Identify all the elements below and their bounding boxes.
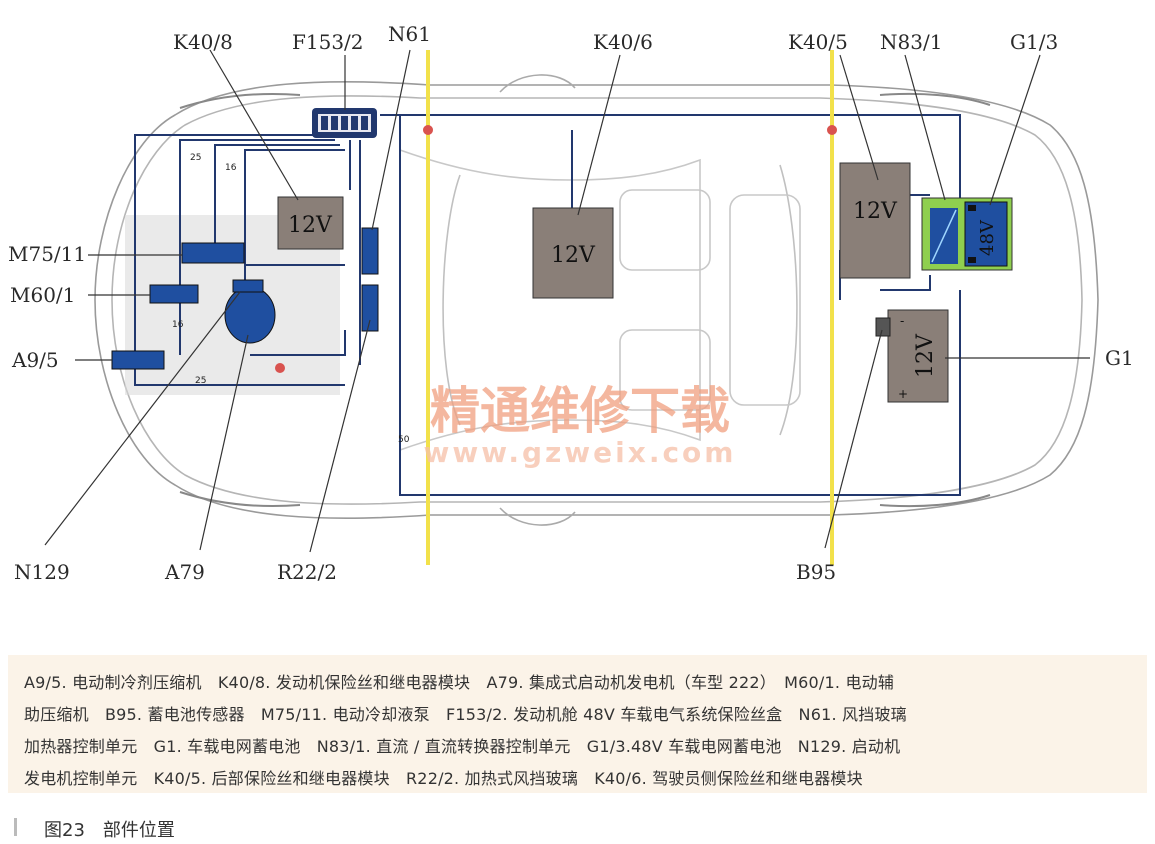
module-n61 xyxy=(361,227,379,275)
watermark: 精通维修下载 www.gzweix.com xyxy=(424,382,737,469)
svg-text:精通维修下载: 精通维修下载 xyxy=(430,382,730,440)
module-k40-8: 12V xyxy=(277,196,344,250)
wire-number: 16 xyxy=(225,163,237,173)
connection-point xyxy=(423,125,433,135)
svg-text:12V: 12V xyxy=(551,243,596,268)
label-k40-8: K40/8 xyxy=(173,30,233,54)
car-outline xyxy=(94,74,1099,526)
module-a9-5 xyxy=(111,350,165,370)
module-r22-2 xyxy=(361,284,379,332)
module-k40-6: 12V xyxy=(532,207,614,299)
leader-lines xyxy=(44,49,1090,553)
svg-text:+: + xyxy=(898,387,908,401)
label-r22-2: R22/2 xyxy=(277,560,337,584)
label-m60-1: M60/1 xyxy=(10,283,76,307)
svg-text:www.gzweix.com: www.gzweix.com xyxy=(424,436,737,469)
module-m75-11 xyxy=(181,242,245,264)
module-k40-5: 12V xyxy=(839,162,911,279)
label-g1: G1 xyxy=(1105,346,1134,370)
svg-text:-: - xyxy=(900,314,904,328)
label-m75-11: M75/11 xyxy=(8,242,87,266)
label-n61: N61 xyxy=(388,22,431,46)
label-f153-2: F153/2 xyxy=(292,30,364,54)
caption-line: 助压缩机 B95. 蓄电池传感器 M75/11. 电动冷却液泵 F153/2. … xyxy=(24,705,907,724)
svg-text:48V: 48V xyxy=(977,219,998,256)
component-location-diagram: 25 16 16 25 50 12V 12V 12V 48V xyxy=(8,22,1134,584)
connection-point xyxy=(827,125,837,135)
module-a79 xyxy=(224,279,276,344)
fuse-box-f153-2 xyxy=(312,108,377,138)
label-a79: A79 xyxy=(165,560,205,584)
label-b95: B95 xyxy=(796,560,837,584)
label-g1-3: G1/3 xyxy=(1010,30,1059,54)
caption-legend: A9/5. 电动制冷剂压缩机 K40/8. 发动机保险丝和继电器模块 A79. … xyxy=(8,655,1147,793)
caption-line: A9/5. 电动制冷剂压缩机 K40/8. 发动机保险丝和继电器模块 A79. … xyxy=(24,673,895,692)
label-k40-6: K40/6 xyxy=(593,30,653,54)
wiring xyxy=(134,114,961,496)
svg-text:12V: 12V xyxy=(853,199,898,224)
label-n83-1: N83/1 xyxy=(880,30,943,54)
wire-number: 50 xyxy=(398,435,410,445)
caption-line: 发电机控制单元 K40/5. 后部保险丝和继电器模块 R22/2. 加热式风挡玻… xyxy=(24,769,863,788)
battery-g1-3: 48V xyxy=(964,201,1008,267)
svg-text:12V: 12V xyxy=(288,213,333,238)
label-k40-5: K40/5 xyxy=(788,30,848,54)
battery-g1: 12V - + xyxy=(875,309,949,403)
wire-number: 16 xyxy=(172,320,184,330)
figure-title: 图23 部件位置 xyxy=(44,820,175,841)
caption-line: 加热器控制单元 G1. 车载电网蓄电池 N83/1. 直流 / 直流转换器控制单… xyxy=(24,737,901,756)
module-m60-1 xyxy=(149,284,199,304)
label-n129: N129 xyxy=(14,560,70,584)
wire-number: 25 xyxy=(190,153,201,163)
wire-number: 25 xyxy=(195,376,206,386)
figure-marker xyxy=(14,818,17,836)
label-a9-5: A9/5 xyxy=(12,348,59,372)
connection-point xyxy=(275,363,285,373)
svg-text:12V: 12V xyxy=(913,333,938,378)
